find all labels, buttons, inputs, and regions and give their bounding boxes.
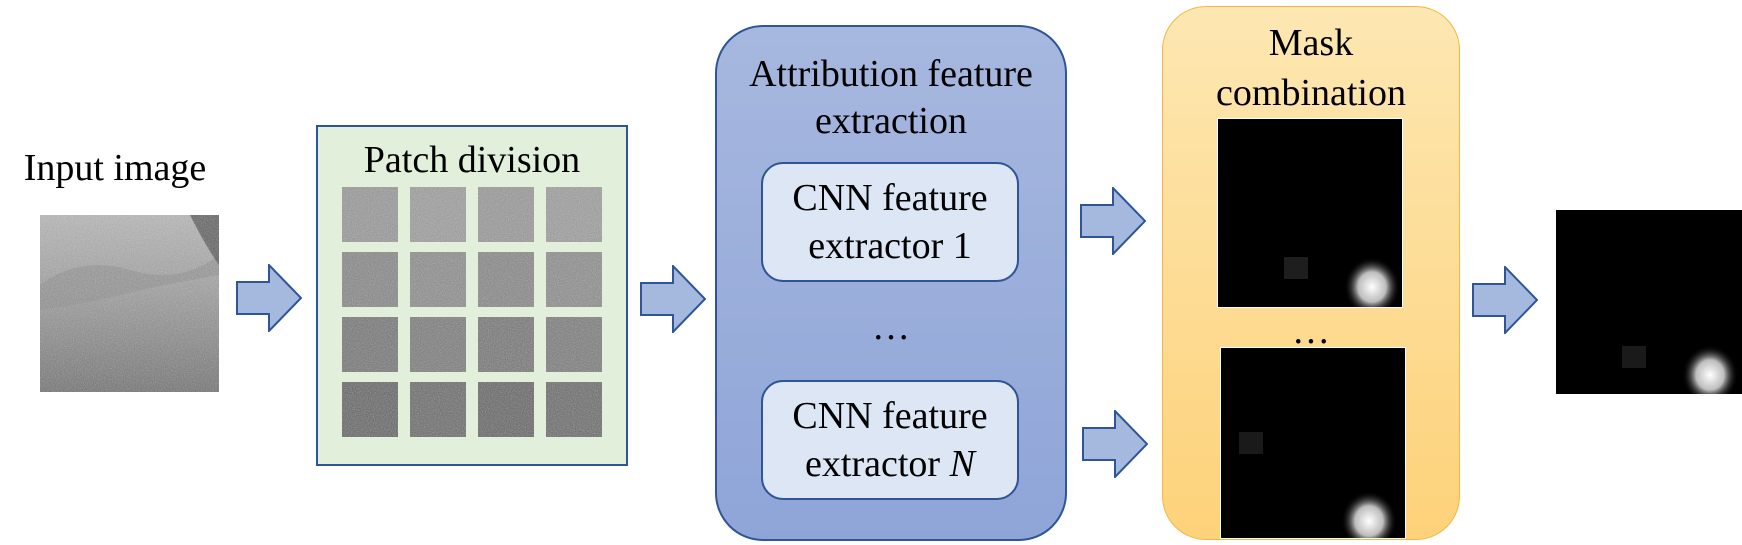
patch-tile <box>410 382 466 437</box>
arrow-patch-to-attribution <box>640 265 706 333</box>
attribution-title-line2: extraction <box>815 100 967 142</box>
patch-tile <box>342 187 398 242</box>
cnn-feature-extractor-1: CNN feature extractor 1 <box>761 162 1019 282</box>
cnn-extractor-n-prefix: extractor <box>805 443 950 485</box>
patch-tile <box>546 317 602 372</box>
input-image-label: Input image <box>23 147 207 189</box>
mask-n <box>1220 347 1406 539</box>
patch-tile <box>478 187 534 242</box>
cnn-extractor-1-line1: CNN feature <box>792 177 988 219</box>
patch-tile <box>410 187 466 242</box>
patch-tile <box>342 252 398 307</box>
output-mask-image <box>1556 210 1742 394</box>
patch-division-panel: Patch division <box>316 125 628 466</box>
patch-tile <box>478 252 534 307</box>
arrow-extractor-1-to-mask <box>1080 187 1146 255</box>
patch-tile <box>342 382 398 437</box>
cnn-extractor-n-line2: extractor N <box>763 440 1017 488</box>
mask-combination-panel: Mask combination … <box>1162 6 1460 540</box>
attribution-ellipsis: … <box>872 306 910 348</box>
patch-tile <box>546 252 602 307</box>
patch-tile <box>546 187 602 242</box>
patch-division-label: Patch division <box>363 139 581 181</box>
arrow-mask-to-output <box>1472 266 1538 334</box>
arrow-input-to-patch <box>236 264 302 332</box>
patch-tile <box>410 317 466 372</box>
patch-tile <box>342 317 398 372</box>
input-image-texture <box>40 215 219 392</box>
cnn-feature-extractor-n: CNN feature extractor N <box>761 380 1019 500</box>
cnn-extractor-n-variable: N <box>949 443 975 485</box>
input-image <box>40 215 219 392</box>
attribution-title-line1: Attribution feature <box>749 53 1033 95</box>
mask-combination-title-line2: combination <box>1216 72 1406 114</box>
patch-tile <box>478 317 534 372</box>
attribution-feature-extraction-panel: Attribution feature extraction CNN featu… <box>715 25 1067 541</box>
patch-tile <box>410 252 466 307</box>
cnn-extractor-n-line1: CNN feature <box>792 395 988 437</box>
mask-1 <box>1217 118 1403 308</box>
cnn-extractor-1-line2: extractor 1 <box>808 225 972 267</box>
patch-tile <box>478 382 534 437</box>
patch-tile <box>546 382 602 437</box>
arrow-extractor-n-to-mask <box>1082 410 1148 478</box>
mask-ellipsis: … <box>1292 310 1330 352</box>
mask-combination-title-line1: Mask <box>1268 22 1354 64</box>
